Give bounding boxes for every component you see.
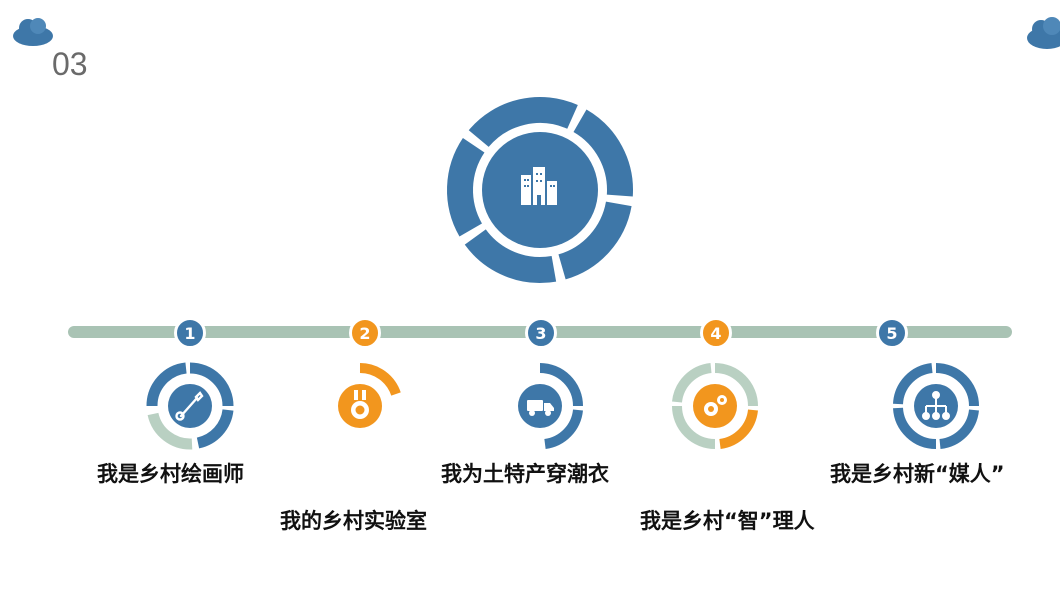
hero-ring-segment	[573, 109, 633, 197]
hero-ring	[447, 97, 633, 283]
step-ring	[338, 363, 401, 428]
step-number-badge: 1	[174, 317, 206, 349]
hero-ring-segment	[464, 228, 557, 283]
network-icon	[922, 391, 950, 420]
step-label: 我是乡村新“媒人”	[830, 462, 1005, 486]
cloud-icon	[13, 18, 53, 46]
gears-icon	[704, 395, 727, 416]
step-label: 我是乡村“智”理人	[640, 509, 815, 533]
delivery-truck-icon	[527, 400, 554, 416]
step-label: 我是乡村绘画师	[97, 462, 244, 486]
step-label: 我为土特产穿潮衣	[441, 462, 609, 486]
step-ring	[518, 363, 583, 449]
hero-ring-segments	[447, 97, 633, 283]
hero-ring-segment	[557, 201, 632, 280]
step-ring	[146, 362, 234, 450]
medal-icon	[351, 390, 369, 419]
cloud-icon	[1027, 17, 1060, 49]
step-ring	[893, 363, 979, 450]
step-number-badge: 4	[700, 317, 732, 349]
hero-ring-segment	[468, 97, 578, 148]
step-number-badge: 2	[349, 317, 381, 349]
paintbrush-icon	[175, 391, 204, 421]
step-label: 我的乡村实验室	[280, 509, 427, 533]
step-number-badge: 5	[876, 317, 908, 349]
buildings-icon	[521, 167, 557, 205]
page-number: 03	[52, 46, 88, 82]
step-ring	[672, 363, 758, 449]
hero-ring-segment	[447, 138, 485, 237]
step-number-badge: 3	[525, 317, 557, 349]
